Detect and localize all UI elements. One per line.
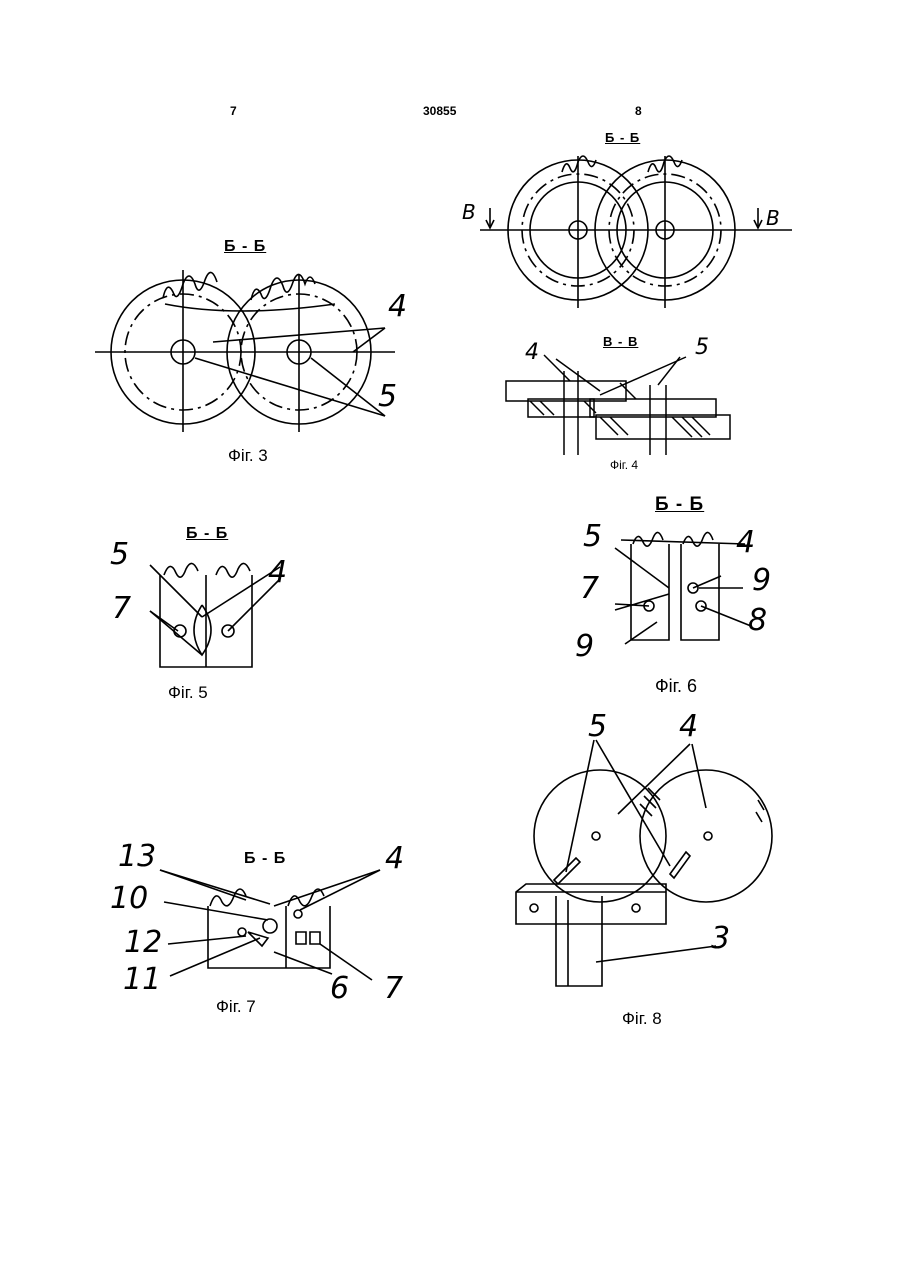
fig4-label-5: 5: [695, 337, 709, 359]
fig8-caption: Фіг. 8: [622, 1009, 662, 1029]
fig4-caption: Фіг. 4: [610, 458, 638, 472]
fig7-label-4: 4: [385, 844, 404, 874]
fig4-label-4: 4: [525, 342, 539, 364]
fig3-label-5: 5: [378, 382, 397, 412]
fig3-caption: Фіг. 3: [228, 446, 268, 466]
fig6-caption: Фіг. 6: [655, 676, 697, 697]
fig6-label-9-left: 9: [575, 632, 594, 662]
fig4-label-v-left: В: [462, 202, 476, 222]
fig6-label-5: 5: [583, 522, 602, 552]
fig6-label-4: 4: [736, 528, 755, 558]
fig7-caption: Фіг. 7: [216, 997, 256, 1017]
fig6-label-7: 7: [580, 574, 599, 604]
patent-number: 30855: [423, 104, 456, 118]
fig8-label-3: 3: [711, 924, 730, 954]
fig4-label-v-right: В: [766, 208, 780, 228]
fig7-label-11: 11: [123, 965, 161, 995]
fig7-label-10: 10: [110, 884, 148, 914]
fig8-label-4: 4: [679, 712, 698, 742]
page-number-right: 8: [635, 104, 642, 118]
fig5-label-4: 4: [268, 558, 287, 588]
fig6-section-label: Б - Б: [655, 494, 704, 516]
fig5-drawing: [130, 555, 290, 670]
page-number-left: 7: [230, 104, 237, 118]
fig8-label-5: 5: [588, 712, 607, 742]
fig7-label-12: 12: [124, 928, 162, 958]
fig6-label-9-right: 9: [752, 566, 771, 596]
fig7-section-label: Б - Б: [244, 850, 286, 868]
fig5-label-5: 5: [110, 540, 129, 570]
fig3-label-4: 4: [388, 292, 407, 322]
fig5-label-7: 7: [112, 594, 131, 624]
fig7-label-6: 6: [330, 974, 349, 1004]
fig3-section-label: Б - Б: [224, 238, 266, 256]
fig3-drawing: [95, 270, 425, 440]
fig4-top-drawing: [480, 150, 810, 315]
fig5-section-label: Б - Б: [186, 525, 228, 543]
fig8-drawing: [510, 740, 780, 990]
fig6-label-8: 8: [748, 606, 767, 636]
fig4-section-label-top: Б - Б: [605, 130, 640, 145]
fig4-section-label-bottom: В - В: [603, 334, 638, 349]
fig5-caption: Фіг. 5: [168, 683, 208, 703]
fig7-label-13: 13: [118, 842, 156, 872]
fig4-bottom-drawing: [500, 355, 740, 455]
fig7-drawing: [150, 870, 390, 980]
fig7-label-7: 7: [384, 974, 403, 1004]
